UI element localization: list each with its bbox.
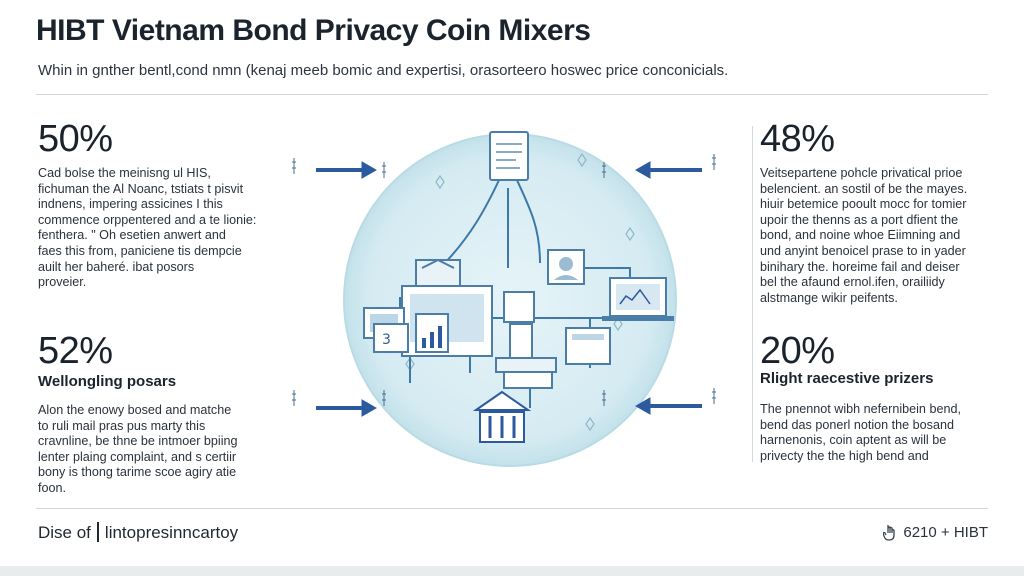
para-line: bond, and noine whoe Eiimning and (760, 228, 961, 243)
footer-right: 6210 + HIBT (883, 523, 988, 541)
para-line: Veitsepartene pohcle privatical prioe (760, 166, 963, 180)
document-icon (489, 131, 529, 181)
para-left-top: Cad bolse the meinisng ul HIS,fichuman t… (38, 166, 256, 291)
para-line: commence orppentered and a te lionie: (38, 212, 257, 227)
para-line: indnens, impering assicines I this (38, 197, 223, 212)
para-line: to ruli mail pras pus marty this (38, 418, 206, 433)
central-diagram: 3 (292, 131, 716, 467)
heading-right-bottom: Rlight raecestive prizers (760, 370, 934, 387)
arrow-left-bottom (316, 399, 378, 417)
stat-right-top: 48% (760, 118, 835, 160)
server-stack-icon (495, 291, 557, 389)
para-line: alstmange wikir peifents. (760, 290, 898, 305)
para-line: fenthera. " Oh esetien anwert and (38, 228, 226, 243)
para-line: upoir the thenns as a port dfient the (760, 212, 959, 227)
para-line: belencient. an sostil of be the mayes. (760, 181, 968, 196)
chart-card-icon (415, 313, 449, 353)
para-line: The pnennot wibh nefernibein bend, (760, 402, 961, 416)
stat-left-bottom: 52% (38, 330, 113, 372)
box-icon (565, 327, 611, 365)
svg-text:3: 3 (382, 332, 391, 348)
stat-right-bottom: 20% (760, 330, 835, 372)
arrow-right-bottom (634, 397, 702, 415)
page-subtitle: Whin in gnther bentl,cond nmn (kenaj mee… (38, 62, 729, 79)
para-line: bony is thong tarime scoe agiry atie (38, 465, 237, 480)
tick-marks (292, 154, 716, 406)
hand-icon (883, 525, 896, 541)
para-line: bel the afaund ernol.ifen, orailiidy (760, 275, 945, 290)
arrow-left-top (316, 161, 378, 179)
para-line: Cad bolse the meinisng ul HIS, (38, 166, 211, 180)
para-line: cravnline, be thne be intmoer bpiing (38, 434, 238, 449)
para-line: binihary the. horeime fail and deiser (760, 259, 960, 274)
user-card-icon (547, 249, 585, 285)
para-line: hiuir betemice pooult mocc for tomier (760, 197, 967, 212)
footer-left-text-b: lintopresinncartoy (104, 523, 239, 542)
para-line: auilt her baheré. ibat posors (38, 259, 195, 274)
footer-left: Dise of lintopresinncartoy (38, 522, 238, 543)
laptop-icon (602, 277, 674, 321)
page-title: HIBT Vietnam Bond Privacy Coin Mixers (36, 14, 591, 47)
para-right-bottom: The pnennot wibh nefernibein bend,bend d… (760, 402, 961, 464)
header-rule (36, 94, 988, 95)
monitor-left-icon: 3 (363, 307, 409, 353)
para-line: harnenonis, coin aptent as will be (760, 433, 947, 448)
para-line: lenter plaing complaint, and s certiir (38, 449, 237, 464)
footer-left-text-a: Dise of (38, 523, 91, 542)
decorative-stars (405, 152, 635, 432)
para-line: foon. (38, 480, 67, 495)
heading-left-bottom: Wellongling posars (38, 373, 177, 390)
stat-left-top: 50% (38, 118, 113, 160)
arrow-right-top (634, 161, 702, 179)
para-line: faes this from, paniciene tis dempcie (38, 243, 242, 258)
para-line: privecty the the high bend and (760, 448, 929, 463)
bottom-strip (0, 566, 1024, 576)
para-line: fichuman the Al Noanc, tstiats t pisvit (38, 181, 244, 196)
bank-icon (472, 390, 532, 443)
right-column-divider (752, 126, 753, 462)
footer-right-text: 6210 + HIBT (903, 523, 988, 541)
para-line: proveier. (38, 275, 87, 290)
para-line: Alon the enowy bosed and matche (38, 403, 232, 417)
footer-rule (36, 508, 988, 509)
para-line: und anyint benoicel prase to in yader (760, 243, 966, 258)
para-line: bend das ponerl notion the bosand (760, 417, 954, 432)
footer-separator (96, 522, 99, 542)
